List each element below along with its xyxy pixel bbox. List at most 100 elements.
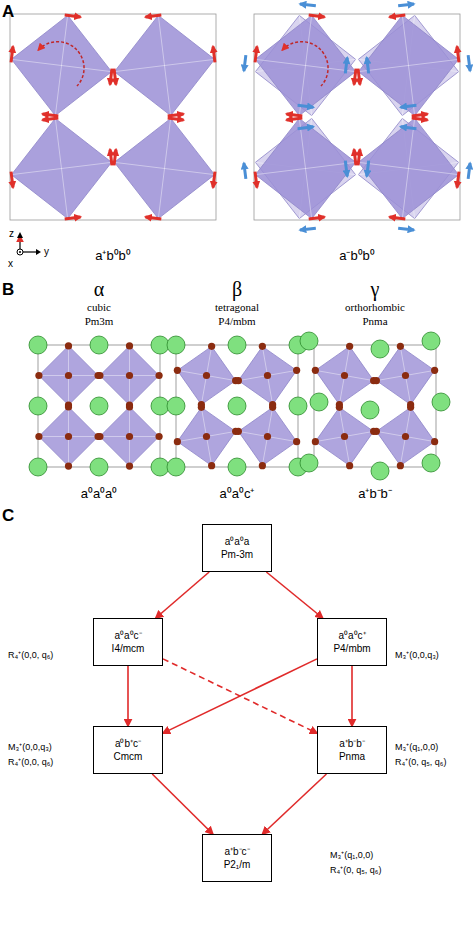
a-site-atom xyxy=(90,458,108,476)
o-atom xyxy=(65,372,72,379)
tilt-arrow xyxy=(468,163,470,179)
octahedron-edge xyxy=(177,431,235,441)
tilt-arrow xyxy=(65,15,81,17)
a-site-atom xyxy=(151,336,169,354)
glazer-notation: a⁰b⁺c⁻ xyxy=(99,737,157,750)
arrowhead xyxy=(17,232,23,238)
octahedron xyxy=(177,346,235,404)
space-group: Pm-3m xyxy=(208,548,266,561)
o-atom xyxy=(155,433,162,440)
o-atom xyxy=(35,372,42,379)
octahedron xyxy=(100,407,159,466)
octahedron xyxy=(376,346,434,404)
tilt-arrow xyxy=(468,55,470,71)
o-atom xyxy=(293,438,300,445)
octahedron xyxy=(358,15,458,115)
tilt-arrow xyxy=(457,172,459,188)
o-atom xyxy=(174,367,181,374)
tilt-arrow xyxy=(345,161,347,177)
transition-arrow xyxy=(156,572,209,618)
o-atom xyxy=(373,377,380,384)
unit-cell xyxy=(38,345,160,467)
a-site-atom xyxy=(228,397,246,415)
octahedron xyxy=(255,118,355,218)
octahedron-edge xyxy=(339,407,349,465)
tilt-arrow xyxy=(389,15,405,17)
octahedron-edge xyxy=(376,431,434,441)
o-atom xyxy=(203,433,210,440)
o-atom xyxy=(431,438,438,445)
tilt-label: a⁺b⁻b⁻ xyxy=(358,484,392,502)
unit-cell xyxy=(176,345,298,467)
a-site-atom xyxy=(300,454,318,472)
transition-arrow xyxy=(127,666,129,726)
axis-dot xyxy=(17,249,23,255)
tilt-arrow xyxy=(11,172,13,188)
octahedron xyxy=(315,407,373,465)
o-atom xyxy=(312,438,319,445)
o-atom xyxy=(373,428,380,435)
tilt-arrow xyxy=(213,172,215,188)
phase-box: a⁰b⁺c⁻Cmcm xyxy=(93,726,163,774)
o-atom xyxy=(65,403,72,410)
octahedron xyxy=(39,346,98,405)
o-atom xyxy=(259,462,266,469)
octahedron-edge xyxy=(201,407,211,465)
space-group: Pnma xyxy=(323,750,381,763)
o-atom xyxy=(126,462,133,469)
octahedron xyxy=(114,15,214,115)
octahedron-edge xyxy=(358,162,458,174)
tilt-arrow xyxy=(389,217,405,219)
phase-box: a⁰a⁰c⁻I4/mcm xyxy=(93,618,163,666)
octahedron xyxy=(238,407,296,465)
o-atom xyxy=(65,433,72,440)
octahedron xyxy=(255,118,355,218)
o-atom xyxy=(126,403,133,410)
glazer-notation: a⁰a⁰a xyxy=(208,535,266,548)
o-atom xyxy=(155,372,162,379)
phase-box: a⁰a⁰c⁺P4/mbm xyxy=(317,618,387,666)
o-atom xyxy=(96,372,103,379)
octahedron xyxy=(358,118,458,218)
space-group: Cmcm xyxy=(99,750,157,763)
tilt-label: tetragonal xyxy=(215,301,259,313)
octahedron xyxy=(315,346,373,404)
octahedron-edge xyxy=(339,346,349,404)
octahedron xyxy=(177,407,235,465)
o-atom xyxy=(269,404,276,411)
a-site-atom xyxy=(371,340,389,358)
a-site-atom xyxy=(228,336,246,354)
a-site-atom xyxy=(432,393,450,411)
tilt-label: a⁺b⁰b⁰ xyxy=(95,246,131,264)
a-site-atom xyxy=(310,393,328,411)
tilt-arrow xyxy=(11,46,13,62)
unit-cell xyxy=(10,14,216,220)
a-site-atom xyxy=(167,336,185,354)
o-atom xyxy=(126,433,133,440)
tilt-label: a⁰a⁰c⁺ xyxy=(220,484,255,502)
octahedron-edge xyxy=(114,59,214,71)
octahedron-edge xyxy=(255,59,355,71)
tilt-arrow xyxy=(110,69,112,85)
octahedron-edge xyxy=(201,346,211,404)
tilt-arrow xyxy=(401,105,417,107)
o-atom xyxy=(402,372,409,379)
a-site-atom xyxy=(29,397,47,415)
a-site-atom xyxy=(361,401,379,419)
a-site-atom xyxy=(167,458,185,476)
o-atom xyxy=(264,372,271,379)
octahedron xyxy=(11,118,111,218)
octahedron xyxy=(238,346,296,404)
o-atom xyxy=(208,462,215,469)
tilt-label: cubic xyxy=(87,301,111,313)
octahedron-edge xyxy=(400,346,410,404)
octahedron-edge xyxy=(315,431,373,441)
o-atom xyxy=(402,433,409,440)
tilt-arrow xyxy=(300,228,316,230)
tilt-arrow xyxy=(309,15,325,17)
tilt-arrow xyxy=(298,105,314,107)
phase-box: a⁰a⁰aPm-3m xyxy=(202,524,272,572)
tilt-arrow xyxy=(168,114,184,116)
octahedron-edge xyxy=(376,370,434,380)
octahedron xyxy=(358,118,458,218)
